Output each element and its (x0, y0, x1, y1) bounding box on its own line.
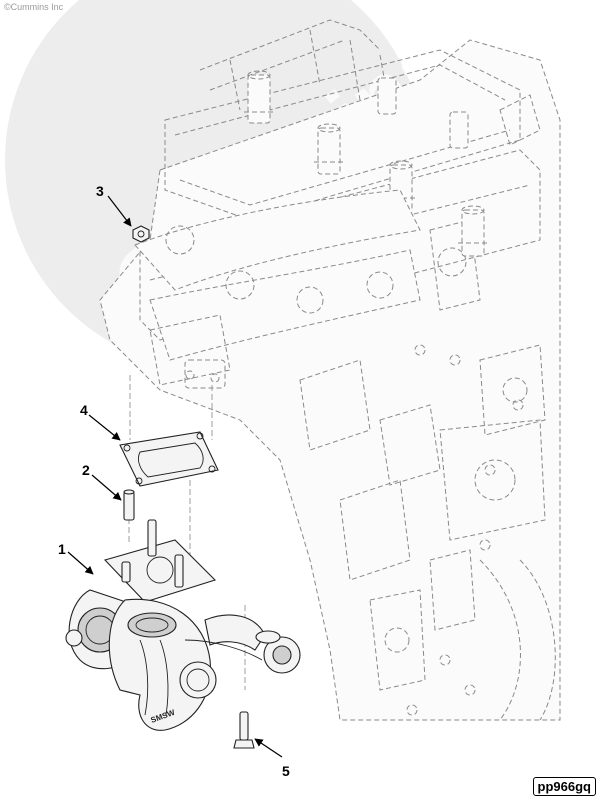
callout-1: 1 (58, 541, 66, 557)
flange-nut (132, 225, 150, 243)
callout-5: 5 (282, 763, 290, 779)
injector-1 (244, 70, 274, 124)
callout-4: 4 (80, 402, 88, 418)
sensor-body (499, 94, 541, 146)
callout-3: 3 (96, 183, 104, 199)
figure-id-badge: pp966gq (532, 777, 596, 796)
callout-2: 2 (82, 462, 90, 478)
callout-labels: 1 2 3 4 5 (58, 183, 290, 779)
copyright-notice: ©Cummins Inc (4, 2, 64, 12)
turbo-bolt (233, 711, 255, 749)
mounting-stud (123, 489, 135, 521)
injector-4 (458, 205, 488, 257)
exhaust-gasket (119, 431, 219, 487)
injector-2 (314, 123, 344, 175)
callout-leaders (67, 195, 283, 758)
turbocharger: SMSW (65, 519, 301, 731)
fuel-injectors (244, 70, 541, 257)
exhaust-manifold (134, 189, 421, 389)
injector-upper-1 (377, 77, 469, 149)
